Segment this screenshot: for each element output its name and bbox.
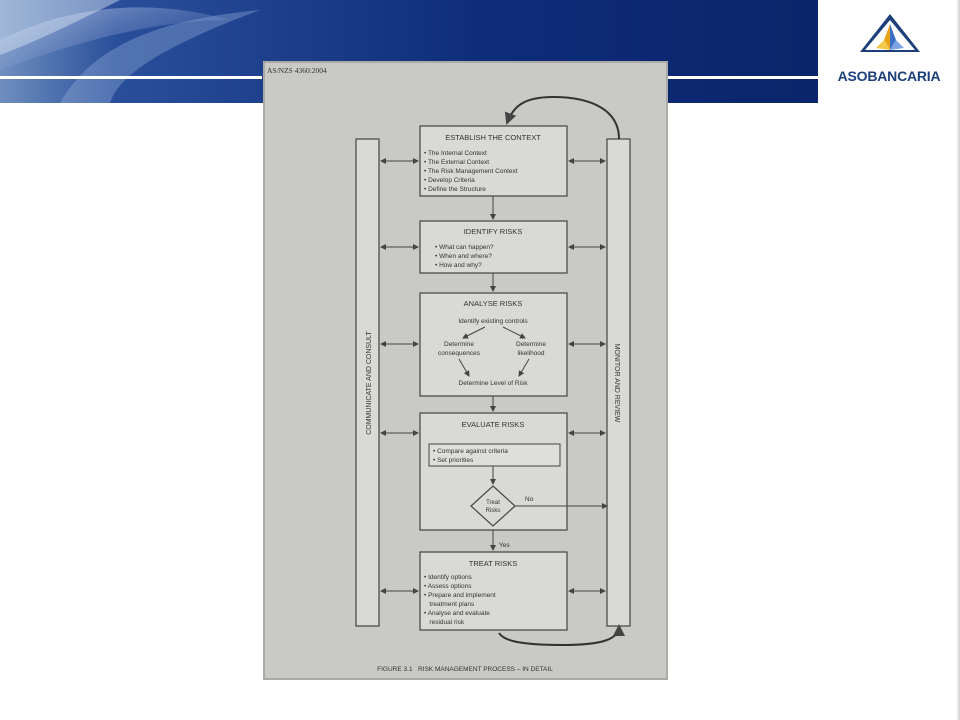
communication-arrows [380, 158, 606, 594]
consequences-text: Determine [444, 341, 474, 348]
list-item: • Identify options [424, 574, 473, 581]
likelihood-text: Determine [516, 341, 546, 348]
level-of-risk-text: Determine Level of Risk [459, 380, 529, 387]
risk-process-figure: AS/NZS 4360:2004 COMMUNICATE AND CONSULT… [263, 61, 668, 680]
standard-label: AS/NZS 4360:2004 [267, 66, 327, 75]
list-item: • How and why? [435, 262, 482, 269]
divider-line [668, 76, 818, 79]
swoosh-shape [60, 10, 260, 103]
list-item: • The Risk Management Context [424, 168, 518, 175]
list-item: • Develop Criteria [424, 177, 475, 184]
yes-label: Yes [499, 542, 510, 549]
establish-context-items: • The Internal Context • The External Co… [424, 150, 518, 193]
brand-block: ASOBANCARIA [818, 0, 960, 103]
list-item: residual risk [424, 619, 465, 626]
brand-name: ASOBANCARIA [837, 68, 941, 84]
establish-context-title: ESTABLISH THE CONTEXT [445, 133, 541, 142]
no-label: No [525, 496, 534, 503]
likelihood-text: likelihood [517, 350, 544, 357]
asobancaria-logo-icon [860, 14, 920, 52]
list-item: • The External Context [424, 159, 489, 166]
feedback-loop-arrow [504, 95, 620, 140]
decision-text: Treat [486, 500, 500, 506]
communicate-consult-bar [355, 138, 380, 627]
identify-risks-title: IDENTIFY RISKS [464, 227, 523, 236]
identify-controls-text: Identify existing controls [458, 318, 528, 325]
feedback-loop-arrow [498, 624, 625, 647]
list-item: • What can happen? [435, 244, 494, 251]
swoosh-shape [0, 0, 120, 55]
establish-context-box [419, 125, 568, 197]
treat-risks-decision [470, 485, 516, 527]
analyse-risks-box [419, 292, 568, 397]
list-item: • Analyse and evaluate [424, 610, 490, 617]
swoosh-shape [0, 7, 230, 70]
list-item: • When and where? [435, 253, 492, 260]
treat-risks-title: TREAT RISKS [469, 559, 517, 568]
communicate-consult-label: COMMUNICATE AND CONSULT [366, 330, 373, 434]
monitor-review-label: MONITOR AND REVIEW [613, 344, 620, 423]
slide-edge-shadow [956, 0, 960, 720]
list-item: • Compare against criteria [433, 448, 508, 455]
criteria-inner-box [428, 443, 561, 467]
list-item: • The Internal Context [424, 150, 487, 157]
consequences-text: consequences [438, 350, 481, 357]
treat-risks-box [419, 551, 568, 631]
decision-text: Risks [486, 508, 501, 514]
divider-line [0, 76, 262, 79]
list-item: • Prepare and implement [424, 592, 496, 599]
analyse-risks-title: ANALYSE RISKS [464, 299, 523, 308]
list-item: • Define the Structure [424, 186, 486, 193]
evaluate-risks-title: EVALUATE RISKS [462, 420, 525, 429]
figure-caption: FIGURE 3.1 RISK MANAGEMENT PROCESS – IN … [377, 666, 553, 673]
identify-risks-box [419, 220, 568, 274]
list-item: • Set priorities [433, 457, 474, 464]
list-item: treatment plans [424, 601, 475, 608]
list-item: • Assess options [424, 583, 472, 590]
